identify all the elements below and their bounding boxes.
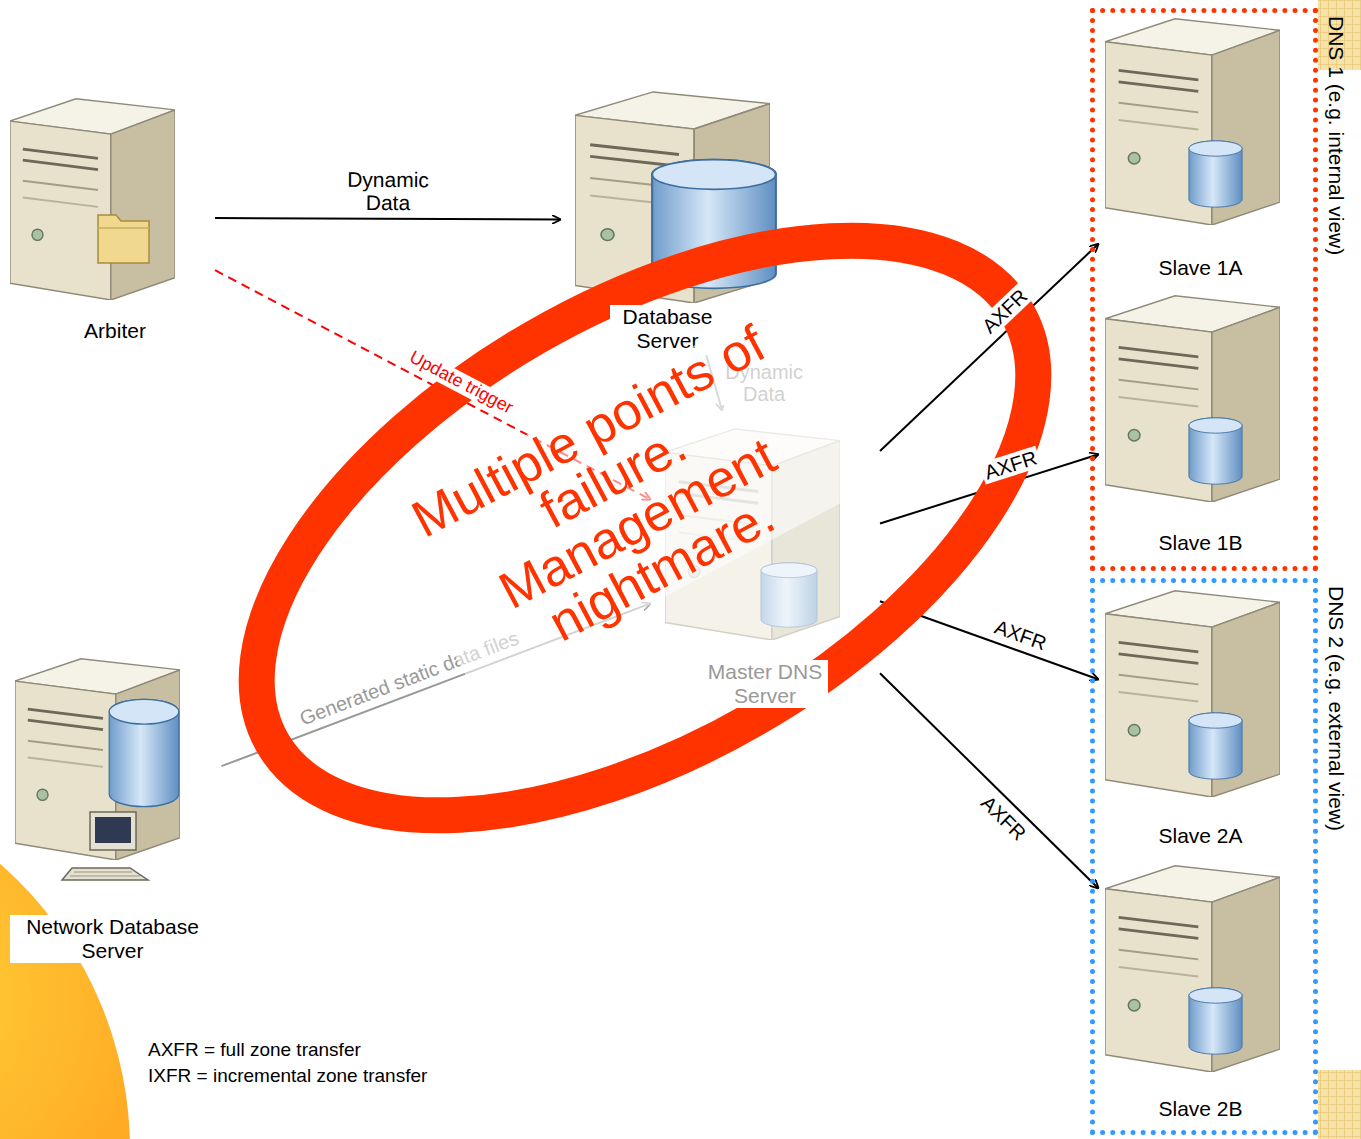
edge-label: AXFR [975, 283, 1033, 340]
warning-ellipse [163, 122, 1128, 933]
legend-note: AXFR = full zone transfer [145, 1040, 364, 1059]
edge-label: Dynamic Data [721, 361, 807, 405]
edge-label: Update trigger [404, 346, 519, 419]
group-title: DNS 1 (e.g. internal view) [1322, 8, 1350, 571]
corner-decoration [1318, 1070, 1361, 1139]
server-node: Network Database Server [4, 650, 222, 965]
group-title: DNS 2 (e.g. external view) [1322, 578, 1350, 1135]
slave-server-icon [1105, 19, 1280, 1072]
edge-label: AXFR [975, 789, 1033, 846]
connector [706, 355, 722, 410]
edge-label: AXFR [989, 614, 1052, 655]
server-label: Database Server [610, 305, 726, 353]
server-node: Master DNS Server [650, 410, 880, 710]
server-label: Slave 2B [1155, 1097, 1245, 1121]
connector [215, 218, 560, 220]
warning-text: Multiple points of failure. Management n… [379, 303, 870, 696]
server-group: DNS 2 (e.g. external view) Slave 2A Slave … [1090, 578, 1360, 1135]
server-label: Slave 1A [1155, 256, 1245, 280]
edge-label: Generated static data files [293, 625, 524, 730]
server-icon [10, 99, 175, 300]
server-group: DNS 1 (e.g. internal view) Slave 1A Slave … [1090, 8, 1360, 571]
server-label: Arbiter [81, 319, 149, 343]
connector [880, 673, 1098, 888]
server-node: Slave 2A [1098, 582, 1303, 850]
server-node: Arbiter [15, 90, 215, 345]
edge-label: Dynamic Data [340, 168, 436, 215]
server-node: Slave 1A [1098, 12, 1303, 282]
master-server-icon [665, 429, 840, 640]
group-border [1090, 578, 1318, 1135]
server-label: Slave 2A [1155, 824, 1245, 848]
network-server-icon [15, 659, 180, 880]
server-node: Slave 1B [1098, 287, 1303, 557]
group-border [1090, 8, 1318, 571]
server-label: Network Database Server [10, 915, 216, 963]
server-label: Master DNS Server [702, 660, 828, 708]
server-label: Slave 1B [1155, 531, 1245, 555]
server-node: Database Server [560, 85, 775, 355]
edge-label: AXFR [979, 446, 1042, 485]
legend-note: IXFR = incremental zone transfer [145, 1066, 430, 1085]
server-node: Slave 2B [1098, 855, 1303, 1123]
